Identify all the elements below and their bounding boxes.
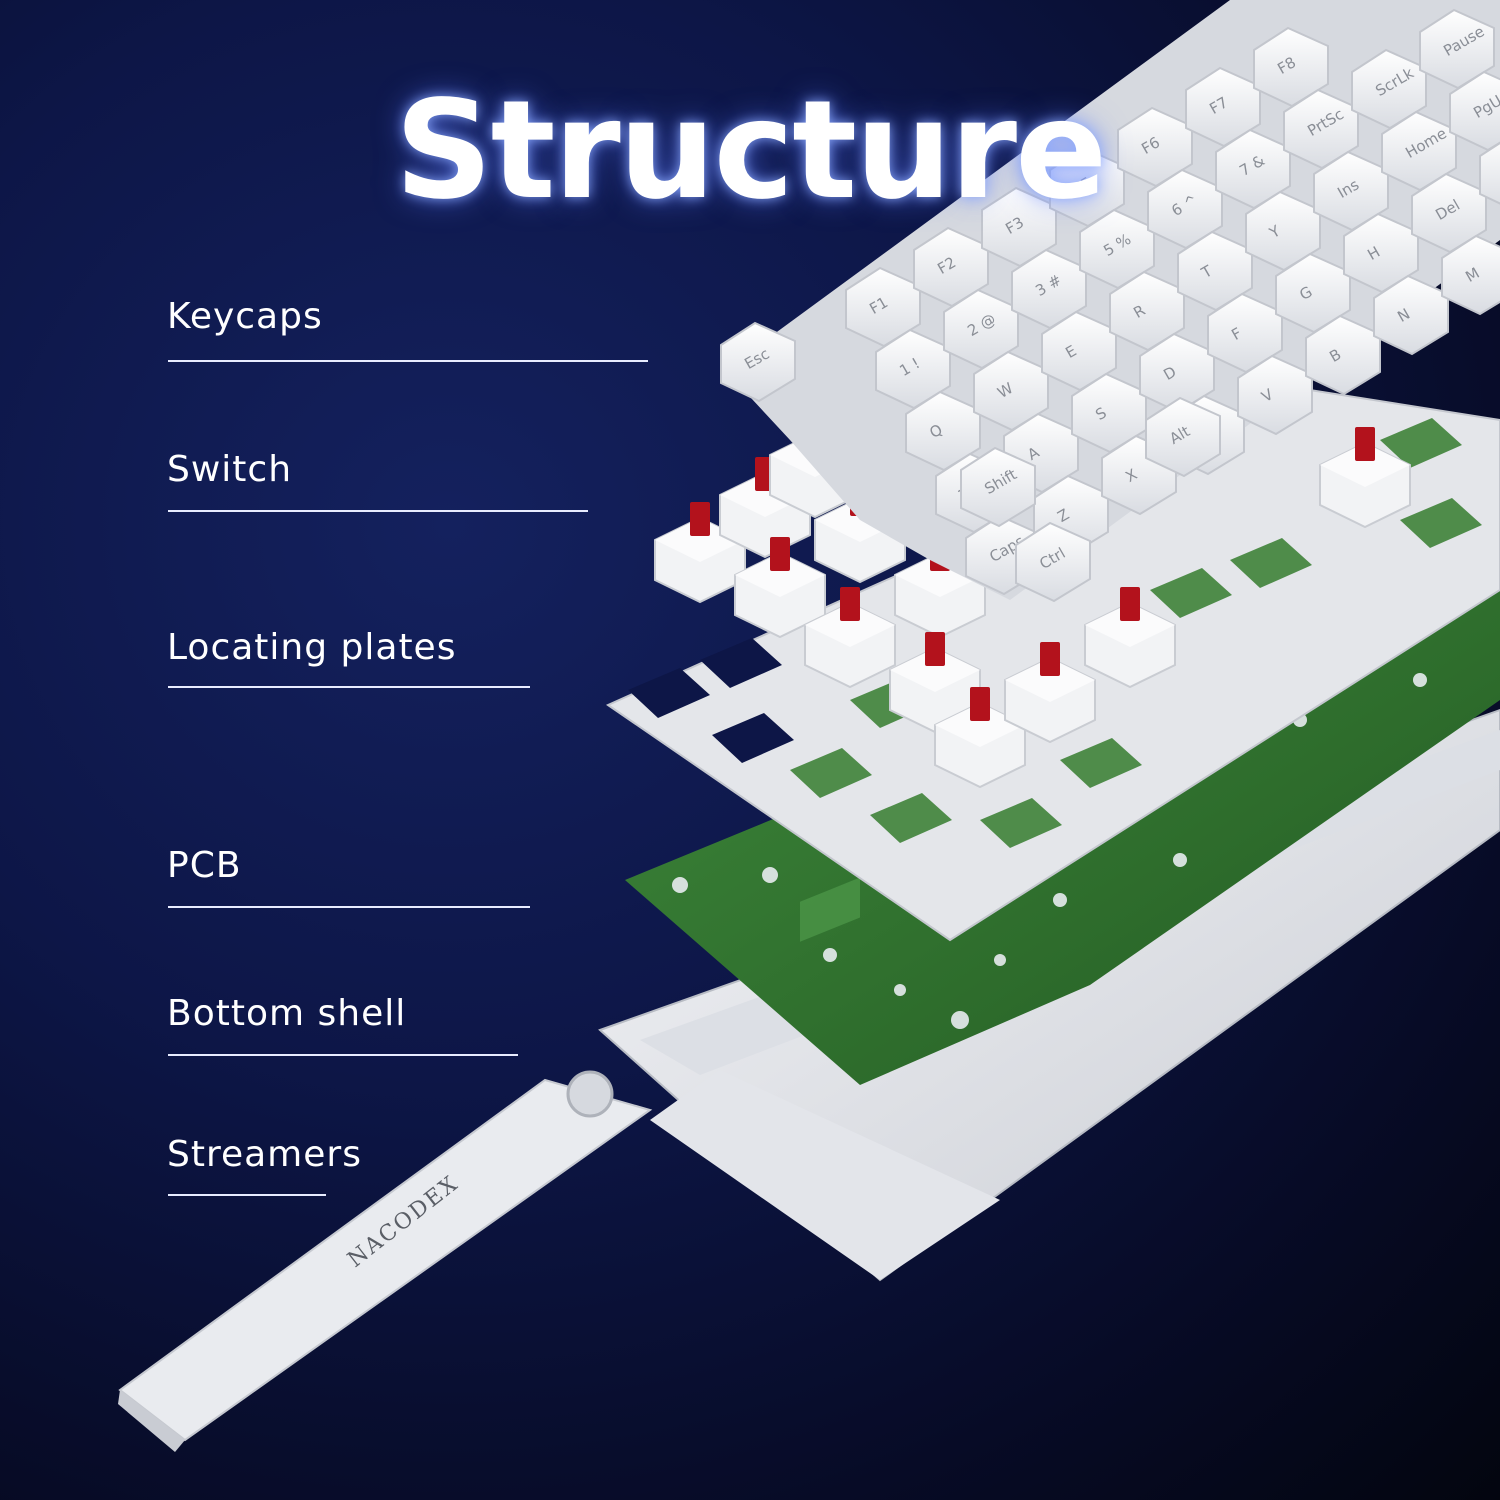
mechanical-switch [734,537,826,639]
keycap: E [1041,310,1117,392]
mechanical-switch [1084,587,1176,689]
keycap: ScrLk [1351,48,1427,130]
mechanical-switch [889,632,981,734]
keycap: Ins [1313,150,1389,232]
divider [168,686,530,688]
keycap: 7 & [1215,128,1291,210]
keycap: H [1343,212,1419,294]
keycap: Shift [960,446,1036,528]
keycap: G [1275,252,1351,334]
keycap: D [1139,332,1215,414]
divider [168,1054,518,1056]
layer-label-locating-plates: Locating plates [167,627,457,668]
keycap: F6 [1117,106,1193,188]
switches [654,417,1411,789]
divider [168,906,530,908]
mechanical-switch [1004,642,1096,744]
keycap: F5 [1049,146,1125,228]
mechanical-switch [804,587,896,689]
layer-label-streamers: Streamers [167,1134,362,1175]
keycap: PgUp [1449,70,1500,152]
keycap: 5 % [1079,208,1155,290]
keycap: Alt [1145,396,1221,478]
keycap: F3 [981,186,1057,268]
keycap: V [1237,354,1313,436]
keycap: Home [1381,110,1457,192]
layer-label-pcb: PCB [167,845,242,886]
keycap: 6 ^ [1147,168,1223,250]
layer-label-keycaps: Keycaps [167,296,323,337]
keycap: PrtSc [1283,88,1359,170]
keycap: Ctrl [1015,521,1091,603]
keycap: Y [1245,190,1321,272]
keycap: Del [1411,172,1487,254]
divider [168,1194,326,1196]
layer-label-switch: Switch [167,449,293,490]
keycap: Esc [720,321,796,403]
keycap: F [1207,292,1283,374]
page-title: Structure [394,72,1108,230]
keycap: R [1109,270,1185,352]
mechanical-switch [1319,427,1411,529]
keycap: Q [905,390,981,472]
mechanical-switch [934,687,1026,789]
keycap: M [1441,234,1500,316]
keycap: F1 [845,266,921,348]
strap-button-icon [566,1070,614,1118]
divider [168,510,588,512]
keycap: 1 ! [875,328,951,410]
keycap: N [1373,274,1449,356]
keycap: B [1305,314,1381,396]
keycap: Pause [1419,8,1495,90]
streamer-strap: NACODEX [118,1070,653,1452]
keycap: F7 [1185,66,1261,148]
divider [168,360,648,362]
layer-label-bottom-shell: Bottom shell [167,993,407,1034]
keycap: 2 @ [943,288,1019,370]
keycap: 3 # [1011,248,1087,330]
keycap: F8 [1253,26,1329,108]
keycap: F2 [913,226,989,308]
keycap: T [1177,230,1253,312]
keycap: W [973,350,1049,432]
